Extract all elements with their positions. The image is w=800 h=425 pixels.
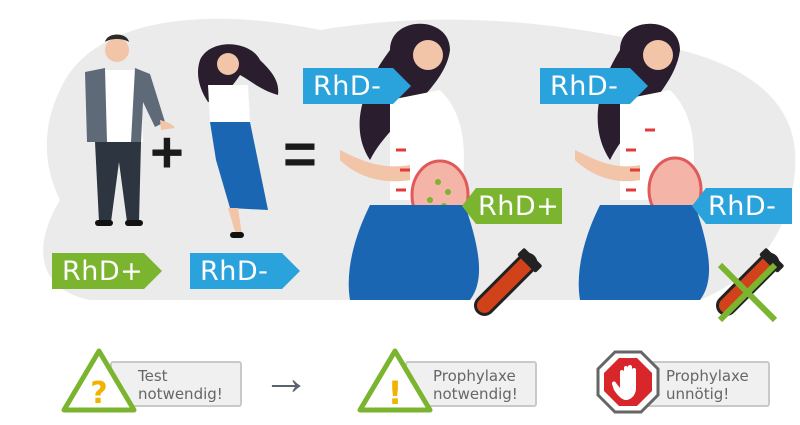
step-test-line2: notwendig! [138, 385, 223, 403]
svg-text:?: ? [90, 376, 107, 411]
svg-text:!: ! [388, 374, 403, 412]
warning-question-icon: ? [61, 348, 137, 413]
mother-figure [197, 44, 279, 238]
step-test-box: Test notwendig! [110, 361, 242, 407]
step-test-line1: Test [138, 367, 168, 385]
arrow-right: → [262, 352, 310, 405]
pregnant1-mother-rh-tag: RhD- [303, 68, 411, 104]
pregnant-mother-2 [575, 23, 710, 300]
pregnant1-fetus-rh-tag: RhD+ [462, 188, 562, 224]
plus-sign: + [150, 120, 184, 185]
equals-sign: = [283, 122, 317, 187]
step-prophylaxis-needed-line2: notwendig! [433, 385, 518, 403]
step-prophylaxis-unneeded-line1: Prophylaxe [666, 367, 749, 385]
warning-exclamation-icon: ! [357, 348, 433, 413]
step-prophylaxis-unneeded-line2: unnötig! [666, 385, 730, 403]
father-rh-tag: RhD+ [52, 253, 162, 289]
stop-hand-icon [596, 350, 660, 414]
mother-rh-tag: RhD- [190, 253, 300, 289]
blood-tube-icon [473, 248, 542, 317]
step-prophylaxis-needed-line1: Prophylaxe [433, 367, 516, 385]
father-figure [85, 34, 175, 226]
pregnant-mother-1 [340, 23, 480, 300]
pregnant2-mother-rh-tag: RhD- [540, 68, 648, 104]
pregnant2-fetus-rh-tag: RhD- [692, 188, 792, 224]
step-prophylaxis-needed-box: Prophylaxe notwendig! [405, 361, 537, 407]
blood-tube-crossed-icon [715, 248, 784, 323]
